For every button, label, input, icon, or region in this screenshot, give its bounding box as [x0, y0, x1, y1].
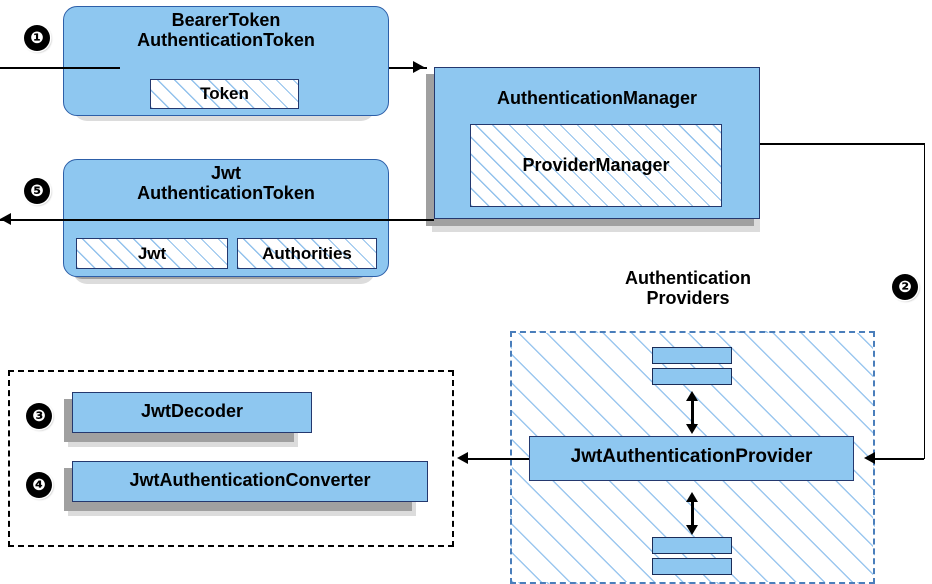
step-badge-1: ❶: [24, 25, 50, 51]
provider-link-bottom-arrow-down: [685, 525, 698, 535]
authentication-providers-label-line2: Providers: [646, 288, 730, 309]
jwt-authentication-provider-box[interactable]: [529, 436, 854, 481]
bearer-token-slot-token: Token: [150, 79, 299, 109]
response-out-arrowhead: [0, 213, 11, 225]
provider-placeholder-bar-top-2: [652, 368, 732, 385]
manager-to-provider-arrowhead: [864, 452, 875, 464]
jwt-token-slot-authorities: Authorities: [237, 238, 377, 269]
provider-link-top-arrow-down: [685, 424, 698, 434]
step-badge-2: ❷: [892, 274, 918, 300]
provider-link-bottom-line: [691, 497, 695, 530]
authentication-providers-label-line1: Authentication: [625, 268, 751, 288]
provider-placeholder-bar-bottom-2: [652, 558, 732, 575]
jwt-authentication-converter-box[interactable]: [72, 461, 428, 502]
jwt-decoder-box[interactable]: [72, 392, 312, 433]
incoming-request-line: [0, 67, 120, 69]
authentication-manager-slot-provider-manager: ProviderManager: [470, 124, 722, 207]
manager-to-provider-line-bottom: [873, 458, 924, 460]
bearer-to-manager-arrowhead: [413, 61, 424, 73]
provider-placeholder-bar-top-1: [652, 347, 732, 364]
provider-link-top-line: [691, 396, 695, 429]
jwt-token-slot-jwt: Jwt: [76, 238, 228, 269]
provider-to-support-arrowhead: [457, 452, 468, 464]
authentication-providers-label: Authentication Providers: [560, 268, 816, 308]
manager-to-jwt-token-line: [0, 219, 434, 221]
provider-link-bottom-arrow-up: [685, 492, 698, 502]
step-badge-5: ❺: [24, 178, 50, 204]
provider-link-top-arrow-up: [685, 391, 698, 401]
manager-to-provider-line-vertical: [923, 143, 926, 459]
bearer-to-manager-line: [389, 67, 427, 69]
step-badge-3: ❸: [26, 403, 52, 429]
provider-to-support-line: [466, 458, 529, 460]
manager-to-provider-line-top: [760, 143, 925, 145]
jwt-support-region: [8, 370, 454, 547]
step-badge-4: ❹: [26, 472, 52, 498]
provider-placeholder-bar-bottom-1: [652, 537, 732, 554]
